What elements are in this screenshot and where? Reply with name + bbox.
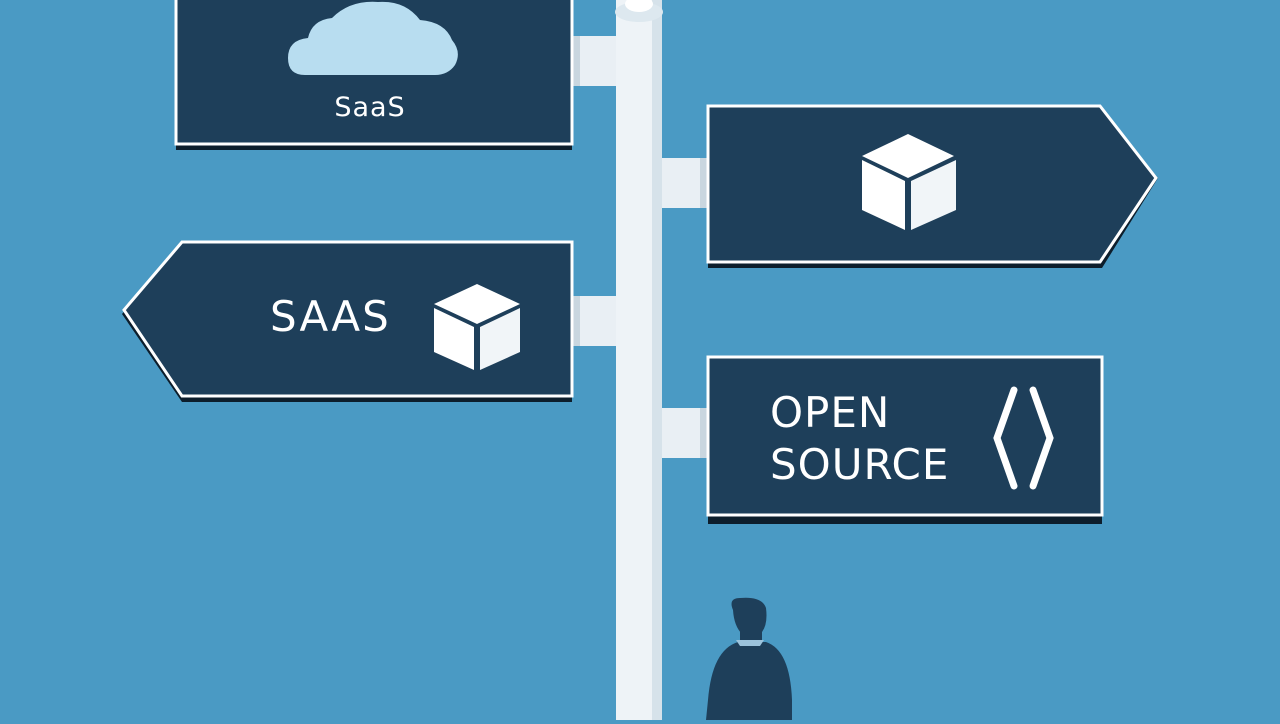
sign-label-open: OPEN xyxy=(770,388,891,437)
code-brackets-icon xyxy=(993,386,1054,490)
box-icon xyxy=(862,134,956,230)
sign-top-left xyxy=(174,0,574,150)
sign-label-source: SOURCE xyxy=(770,440,950,489)
cloud-icon xyxy=(288,1,458,75)
sign-label-saas-left: SAAS xyxy=(270,292,391,341)
person-figure xyxy=(706,597,792,720)
signpost-pole xyxy=(615,0,663,720)
sign-right xyxy=(706,104,1158,268)
sign-brackets xyxy=(572,36,708,458)
sign-bottom-right xyxy=(706,355,1104,524)
box-icon xyxy=(434,284,520,370)
sign-label-open-source: OPEN SOURCE xyxy=(770,387,949,491)
sign-label-saas-top: SaaS xyxy=(334,92,406,123)
sign-left xyxy=(122,240,574,402)
